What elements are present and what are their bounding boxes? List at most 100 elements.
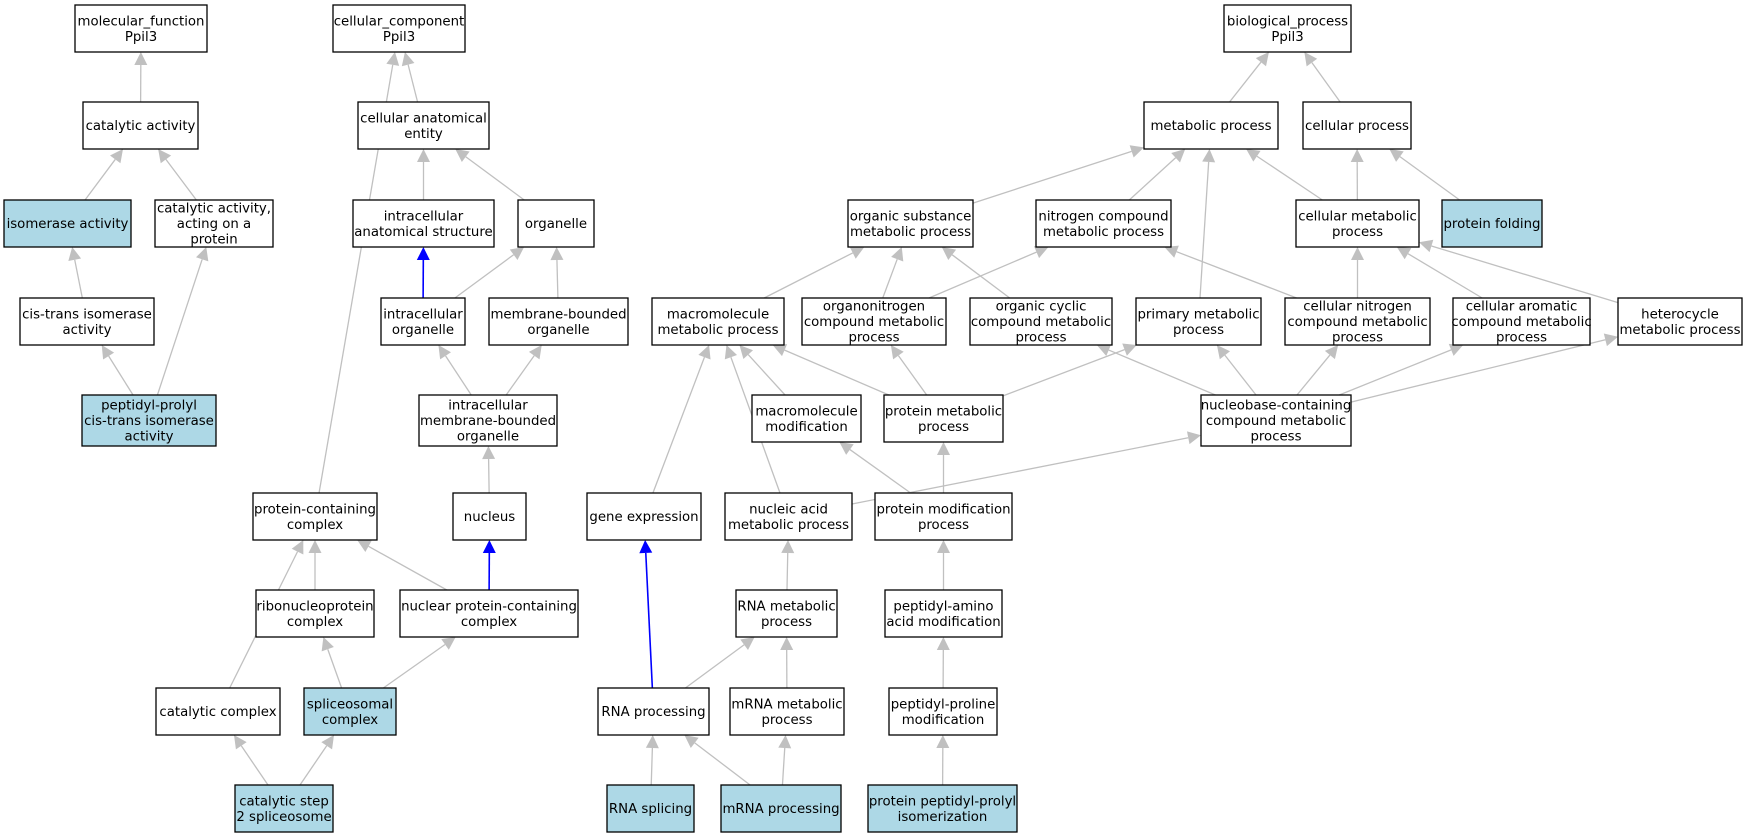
arrowhead-icon xyxy=(1304,52,1318,67)
edge-line xyxy=(1399,156,1461,201)
node-catalytic-complex[interactable]: catalytic complex xyxy=(155,687,281,736)
node-nucleus[interactable]: nucleus xyxy=(452,492,527,541)
node-cellular-process[interactable]: cellular process xyxy=(1302,101,1412,150)
node-box xyxy=(867,784,1018,833)
arrowhead-icon xyxy=(417,149,430,162)
edge-cae-to-cc xyxy=(401,52,419,103)
node-box xyxy=(1200,394,1352,447)
node-box xyxy=(352,199,495,248)
arrowhead-icon xyxy=(110,149,123,164)
arrowhead-icon xyxy=(639,540,653,554)
edge-line xyxy=(1350,339,1606,403)
arrowhead-icon xyxy=(1324,345,1339,360)
edge-line xyxy=(849,449,912,494)
node-rna-processing[interactable]: RNA processing xyxy=(597,687,710,736)
node-label-line: activity xyxy=(124,430,173,445)
node-label-line: cellular aromatic xyxy=(1466,300,1578,315)
node-label-line: process xyxy=(761,615,812,630)
arrowhead-icon xyxy=(1216,345,1231,360)
edge-mrnam-to-rnam xyxy=(780,637,794,689)
edge-pam-to-pmod xyxy=(937,540,950,590)
edge-cat-to-mf xyxy=(134,52,148,103)
edge-pmod-to-mmod xyxy=(839,442,912,494)
node-gene-expression[interactable]: gene expression xyxy=(586,492,702,541)
node-label-line: Ppil3 xyxy=(1271,30,1303,45)
edge-iorg-to-ias xyxy=(416,247,430,299)
node-protein-folding[interactable]: protein folding xyxy=(1441,199,1543,248)
edges-layer xyxy=(68,52,1619,786)
edge-ppiso-to-cti xyxy=(101,345,134,396)
node-box xyxy=(1223,4,1352,53)
node-label-line: cellular metabolic xyxy=(1298,209,1417,224)
edge-line xyxy=(1296,354,1331,396)
node-label-line: metabolic process xyxy=(850,225,971,240)
node-label-line: cellular_component xyxy=(334,14,465,29)
node-catalytic-activity[interactable]: catalytic activity xyxy=(82,101,199,150)
node-rna-splicing[interactable]: RNA splicing xyxy=(606,784,695,833)
edge-imbo-to-iorg xyxy=(438,345,472,396)
node-metabolic-process[interactable]: metabolic process xyxy=(1143,101,1279,150)
edge-oncm-to-osm xyxy=(882,247,904,299)
edge-osm-to-met xyxy=(972,145,1144,204)
node-label-line: nucleobase-containing xyxy=(1201,399,1352,414)
arrowhead-icon xyxy=(941,247,957,261)
edge-occm-to-osm xyxy=(941,247,1011,299)
arrowhead-icon xyxy=(1171,149,1186,163)
arrowhead-icon xyxy=(890,345,904,360)
node-label-line: cis-trans isomerase xyxy=(84,414,214,429)
arrowhead-icon xyxy=(158,149,172,164)
node-box xyxy=(332,4,466,53)
node-organelle[interactable]: organelle xyxy=(517,199,595,248)
edge-line xyxy=(781,747,786,786)
node-box xyxy=(597,687,710,736)
edge-line xyxy=(299,745,328,786)
node-label-line: isomerase activity xyxy=(7,217,129,232)
edge-rnap-to-rnam xyxy=(685,637,755,689)
edge-line xyxy=(74,259,83,299)
node-mrna-processing[interactable]: mRNA processing xyxy=(720,784,842,833)
node-label-line: process xyxy=(918,420,969,435)
arrowhead-icon xyxy=(134,52,148,66)
node-isomerase-activity[interactable]: isomerase activity xyxy=(3,199,132,248)
edge-line xyxy=(1311,62,1341,103)
edge-line xyxy=(1199,161,1210,299)
edge-line xyxy=(84,159,116,201)
